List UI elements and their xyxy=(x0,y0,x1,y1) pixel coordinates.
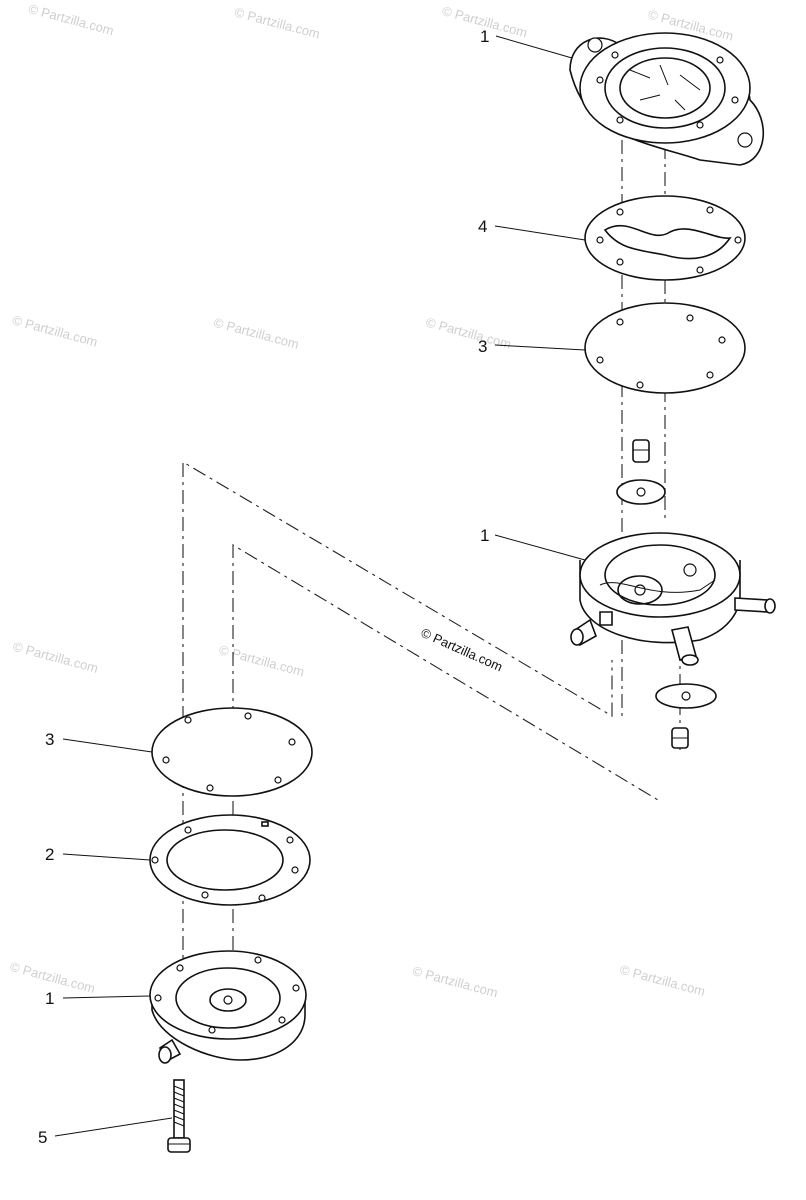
pump-base-bottom xyxy=(149,950,307,1064)
callout-1-cover: 1 xyxy=(480,27,489,46)
gasket-4 xyxy=(584,195,746,281)
check-valve-lower xyxy=(655,683,717,749)
check-valve-upper xyxy=(616,439,666,505)
watermark: © Partzilla.com xyxy=(411,963,500,1000)
watermark: © Partzilla.com xyxy=(11,639,100,676)
watermark: © Partzilla.com xyxy=(212,315,301,352)
callout-5-screw: 5 xyxy=(38,1128,47,1147)
diaphragm-3-top xyxy=(584,302,746,394)
watermark: © Partzilla.com xyxy=(233,4,322,41)
callout-2-gasket: 2 xyxy=(45,845,54,864)
watermark: © Partzilla.com xyxy=(618,962,707,999)
watermark: © Partzilla.com xyxy=(424,315,513,352)
callout-1-base: 1 xyxy=(45,989,54,1008)
watermark: © Partzilla.com xyxy=(217,642,306,679)
screw-5 xyxy=(167,1079,191,1153)
watermark: © Partzilla.com xyxy=(11,312,100,349)
callout-4-gasket: 4 xyxy=(478,217,487,236)
callout-1-body: 1 xyxy=(480,526,489,545)
watermark: © Partzilla.com xyxy=(27,1,116,38)
pump-cover-top xyxy=(569,32,764,166)
leader-lines xyxy=(54,35,586,1137)
diaphragm-3-bottom xyxy=(151,707,313,797)
callout-3-diaphragm: 3 xyxy=(478,337,487,356)
callout-labels: 1 4 3 1 3 2 1 5 xyxy=(38,27,489,1147)
pump-body-middle xyxy=(570,532,776,666)
gasket-2 xyxy=(149,814,311,906)
copyright-label: © Partzilla.com xyxy=(419,625,505,674)
callout-3-diaphragm-bottom: 3 xyxy=(45,730,54,749)
connection-lines xyxy=(182,461,659,801)
